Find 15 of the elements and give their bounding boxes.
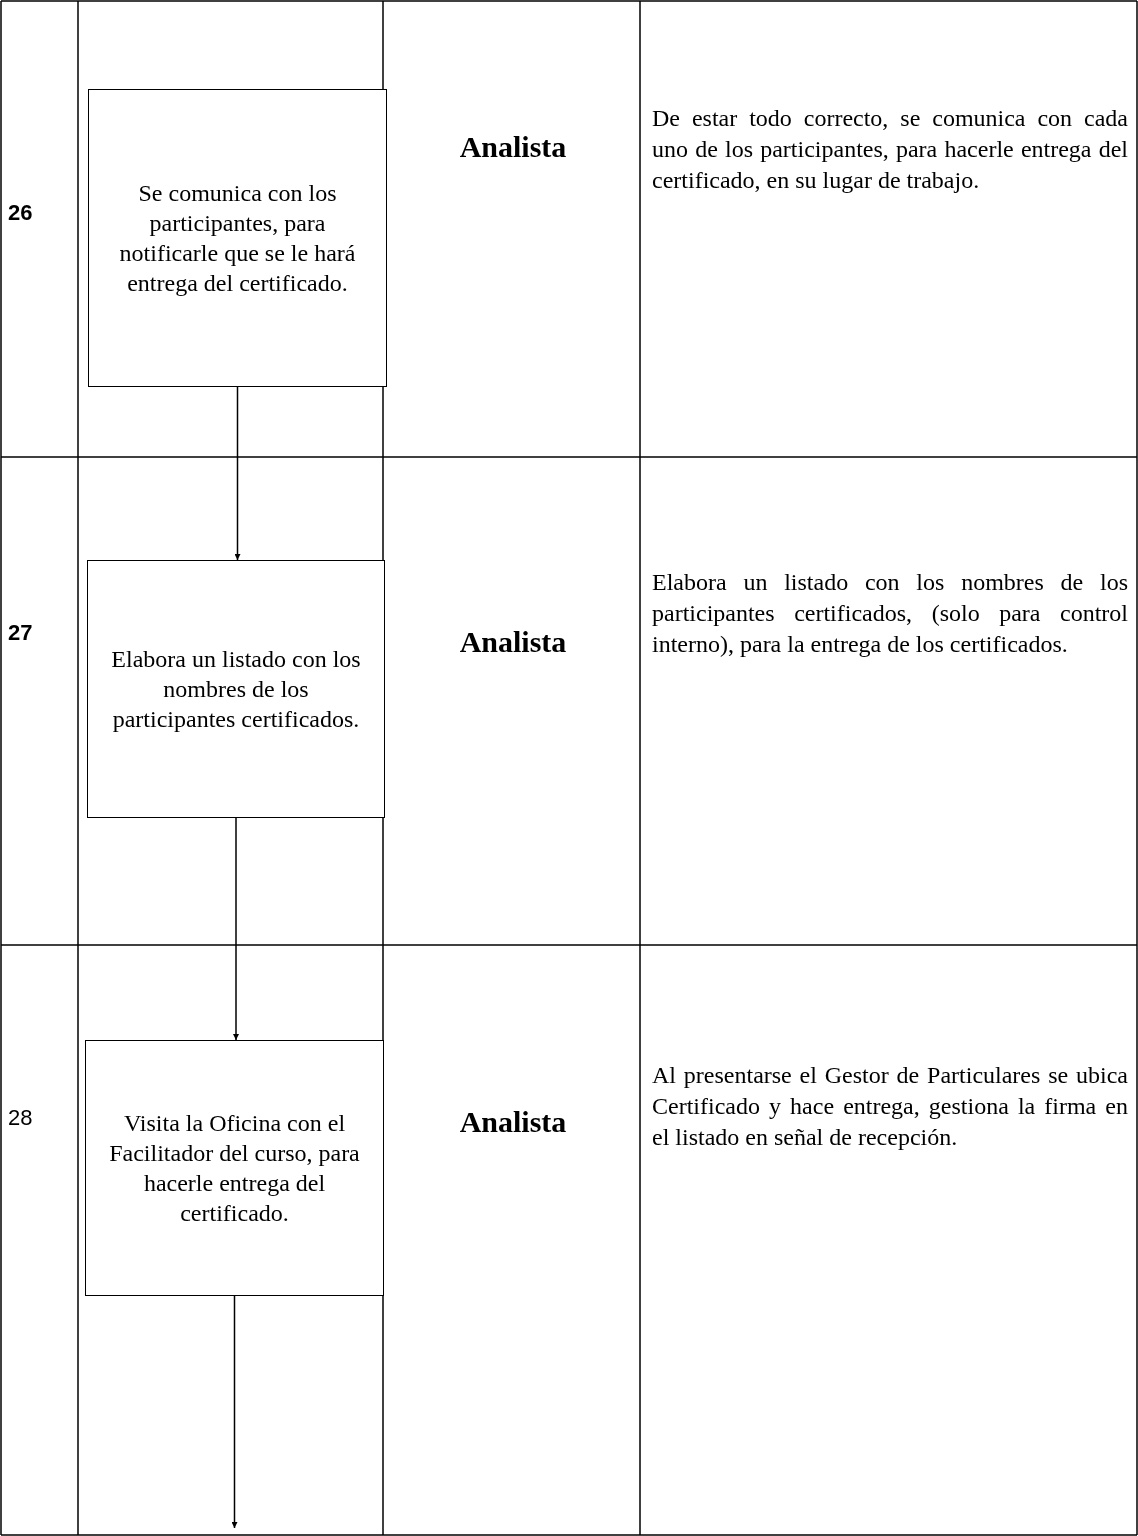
role-label: Analista bbox=[458, 625, 568, 659]
process-box: Se comunica con los participantes, para notificarle que se le hará entrega del certificado. bbox=[88, 89, 387, 387]
process-box: Visita la Oficina con el Facilitador del curso, para hacerle entrega del certificado. bbox=[85, 1040, 384, 1296]
arrow bbox=[231, 1295, 238, 1529]
process-box: Elabora un listado con los nombres de los participantes certificados. bbox=[87, 560, 385, 818]
role-label: Analista bbox=[458, 130, 568, 164]
description-text: Al presentarse el Gestor de Particulares se ubica Certificado y hace entrega, gestiona la firma en el listado en señal de recepción. bbox=[652, 1061, 1128, 1152]
row-number: 27 bbox=[8, 620, 34, 646]
row-number: 26 bbox=[8, 200, 34, 226]
description-text: De estar todo correcto, se comunica con cada uno de los participantes, para hacerle entrega del certificado, en su lugar de trabajo. bbox=[652, 104, 1128, 195]
description-text: Elabora un listado con los nombres de los participantes certificados, (solo para control interno), para la entrega de los certificados. bbox=[652, 568, 1128, 659]
arrow bbox=[233, 817, 239, 1041]
row-number: 28 bbox=[8, 1105, 34, 1131]
arrow bbox=[234, 386, 241, 561]
role-label: Analista bbox=[458, 1105, 568, 1139]
